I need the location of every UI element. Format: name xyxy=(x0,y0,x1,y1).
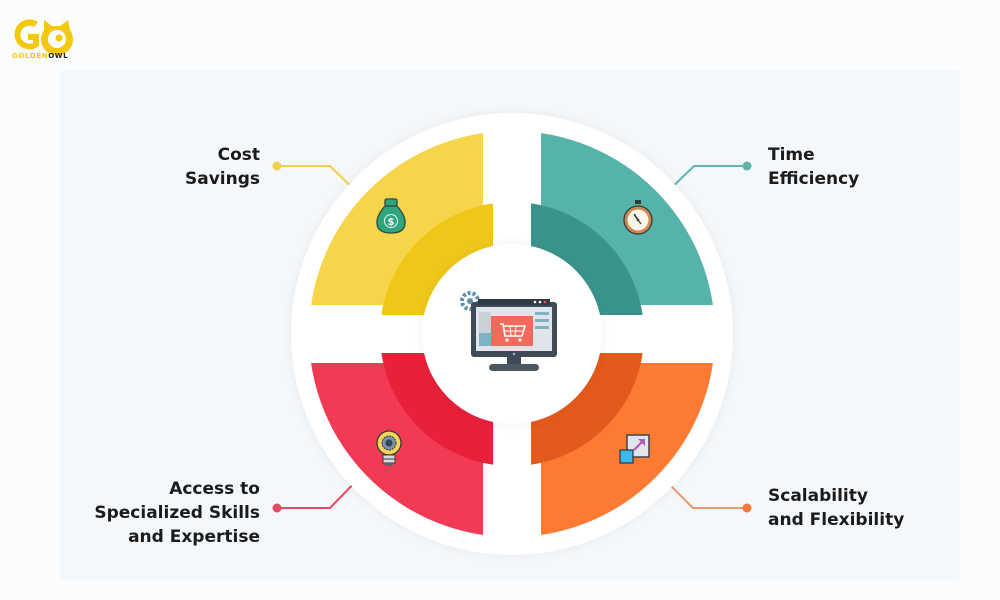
brand-name-part2: OWL xyxy=(48,52,69,60)
label-line: Cost xyxy=(217,145,260,165)
label-line: Access to xyxy=(169,479,260,499)
label-scalability: Scalability and Flexibility xyxy=(768,484,938,532)
label-line: Time xyxy=(768,145,815,165)
label-cost-savings: Cost Savings xyxy=(160,143,260,191)
svg-text:$: $ xyxy=(388,217,395,228)
monitor-shopping-cart-icon xyxy=(460,291,557,371)
brand-wordmark: GOLDENOWL xyxy=(12,52,68,60)
label-time-efficiency: Time Efficiency xyxy=(768,143,898,191)
label-line: Specialized Skills xyxy=(94,503,260,523)
label-line: Efficiency xyxy=(768,169,860,189)
stopwatch-icon xyxy=(623,200,653,235)
label-line: and Flexibility xyxy=(768,510,905,530)
label-line: Savings xyxy=(184,169,260,189)
golden-owl-logo-icon xyxy=(14,19,73,56)
resize-arrow-icon xyxy=(619,434,650,464)
label-specialized-skills: Access to Specialized Skills and Experti… xyxy=(70,477,260,549)
lightbulb-gear-icon xyxy=(376,430,402,466)
money-bag-dollar-icon: $ xyxy=(376,198,406,234)
label-line: and Expertise xyxy=(128,527,260,547)
brand-name-part1: GOLDEN xyxy=(12,52,49,60)
label-line: Scalability xyxy=(768,486,868,506)
